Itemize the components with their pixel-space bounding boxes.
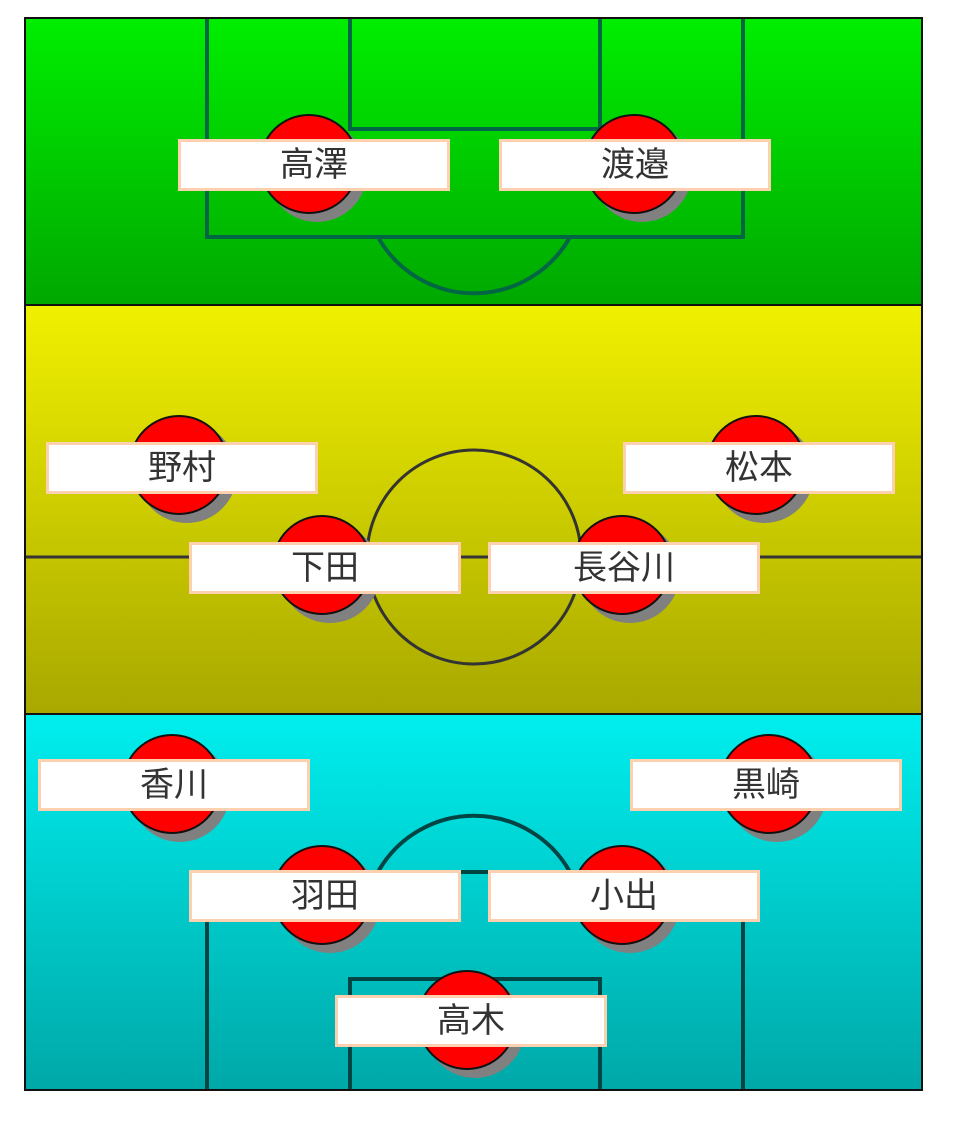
formation-field: 高澤 渡邉 野村 松本 下田 長谷川 香川 黒崎 羽田 小出 高木 <box>24 17 923 1091</box>
player-label[interactable]: 渡邉 <box>499 139 771 191</box>
player-label[interactable]: 香川 <box>38 759 310 811</box>
player-label[interactable]: 長谷川 <box>488 542 760 594</box>
pitch-lines-top <box>205 19 745 296</box>
player-label[interactable]: 松本 <box>623 442 895 494</box>
player-label[interactable]: 小出 <box>488 870 760 922</box>
player-label[interactable]: 黒崎 <box>630 759 902 811</box>
player-label[interactable]: 下田 <box>189 542 461 594</box>
player-label[interactable]: 高澤 <box>178 139 450 191</box>
forward-zone <box>26 19 921 306</box>
player-label[interactable]: 高木 <box>335 995 607 1047</box>
player-label[interactable]: 野村 <box>46 442 318 494</box>
player-label[interactable]: 羽田 <box>189 870 461 922</box>
